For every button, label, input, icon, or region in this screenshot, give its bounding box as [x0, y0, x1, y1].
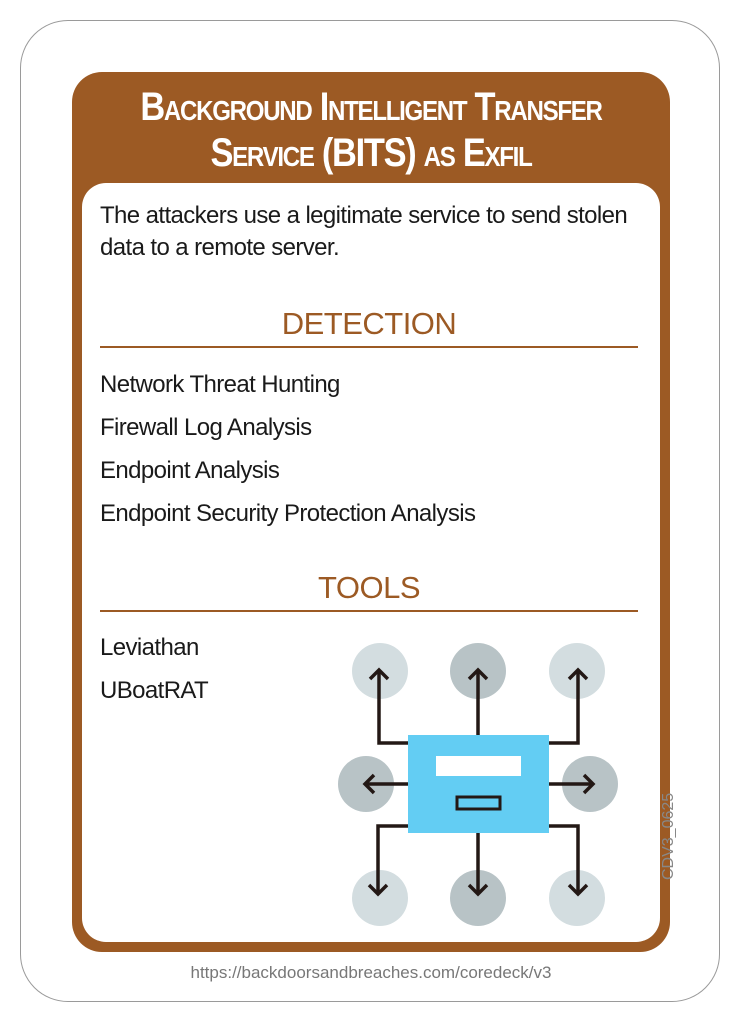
card-panel: [82, 183, 660, 942]
tool-item: Leviathan: [100, 634, 199, 661]
title-line-2: Service (BITS) as Exfil: [210, 131, 532, 175]
detection-item: Endpoint Analysis: [100, 457, 280, 484]
tool-item: UBoatRAT: [100, 677, 209, 704]
card-title: Background Intelligent Transfer Service …: [114, 84, 628, 176]
card-outline: [20, 20, 720, 1002]
tools-list: Leviathan UBoatRAT: [100, 626, 209, 712]
title-line-1: Background Intelligent Transfer: [140, 85, 603, 129]
detection-item: Firewall Log Analysis: [100, 414, 312, 441]
card-code: CDV3_0625: [660, 792, 677, 880]
card-url: https://backdoorsandbreaches.com/coredec…: [190, 963, 552, 982]
tools-heading: TOOLS: [100, 570, 638, 612]
detection-item: Network Threat Hunting: [100, 371, 340, 398]
detection-list: Network Threat Hunting Firewall Log Anal…: [100, 363, 476, 535]
detection-heading: DETECTION: [100, 306, 638, 348]
detection-item: Endpoint Security Protection Analysis: [100, 500, 476, 527]
card-description: The attackers use a legitimate service t…: [100, 202, 628, 261]
